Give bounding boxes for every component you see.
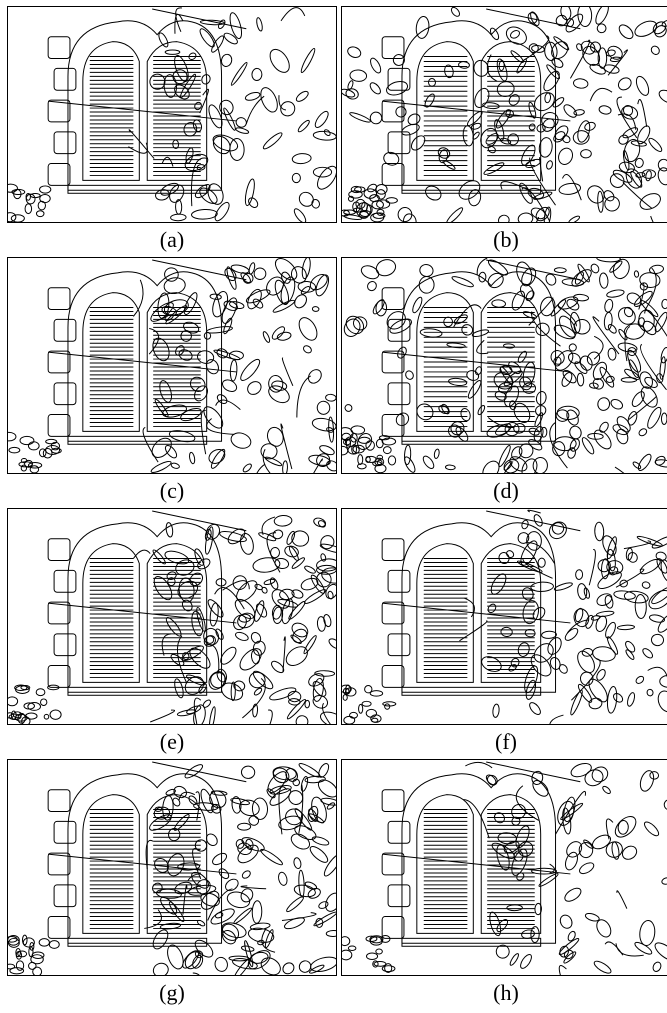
edge-map-drawing — [8, 258, 336, 473]
panel-h-caption: (h) — [493, 980, 519, 1005]
panel-d-image — [341, 257, 667, 474]
edge-map-drawing — [342, 509, 667, 724]
panel-b-image — [341, 6, 667, 223]
panel-g-image — [7, 759, 337, 976]
edge-map-drawing — [342, 258, 667, 473]
panel-g-caption: (g) — [159, 980, 185, 1005]
panel-e-image — [7, 508, 337, 725]
edge-map-drawing — [8, 510, 336, 724]
panel-a-caption: (a) — [159, 227, 185, 252]
panel-e-caption: (e) — [159, 729, 185, 754]
edge-map-drawing — [8, 7, 336, 222]
panel-h-image — [341, 759, 667, 976]
edge-map-drawing — [342, 7, 667, 222]
edge-map-drawing — [342, 761, 667, 975]
panel-d-caption: (d) — [493, 478, 519, 503]
edge-map-drawing — [8, 761, 336, 975]
panel-a-image — [7, 6, 337, 223]
panel-b-caption: (b) — [493, 227, 519, 252]
panel-c-image — [7, 257, 337, 474]
panel-f-caption: (f) — [495, 729, 517, 754]
panel-f-image — [341, 508, 667, 725]
panel-c-caption: (c) — [159, 478, 185, 503]
